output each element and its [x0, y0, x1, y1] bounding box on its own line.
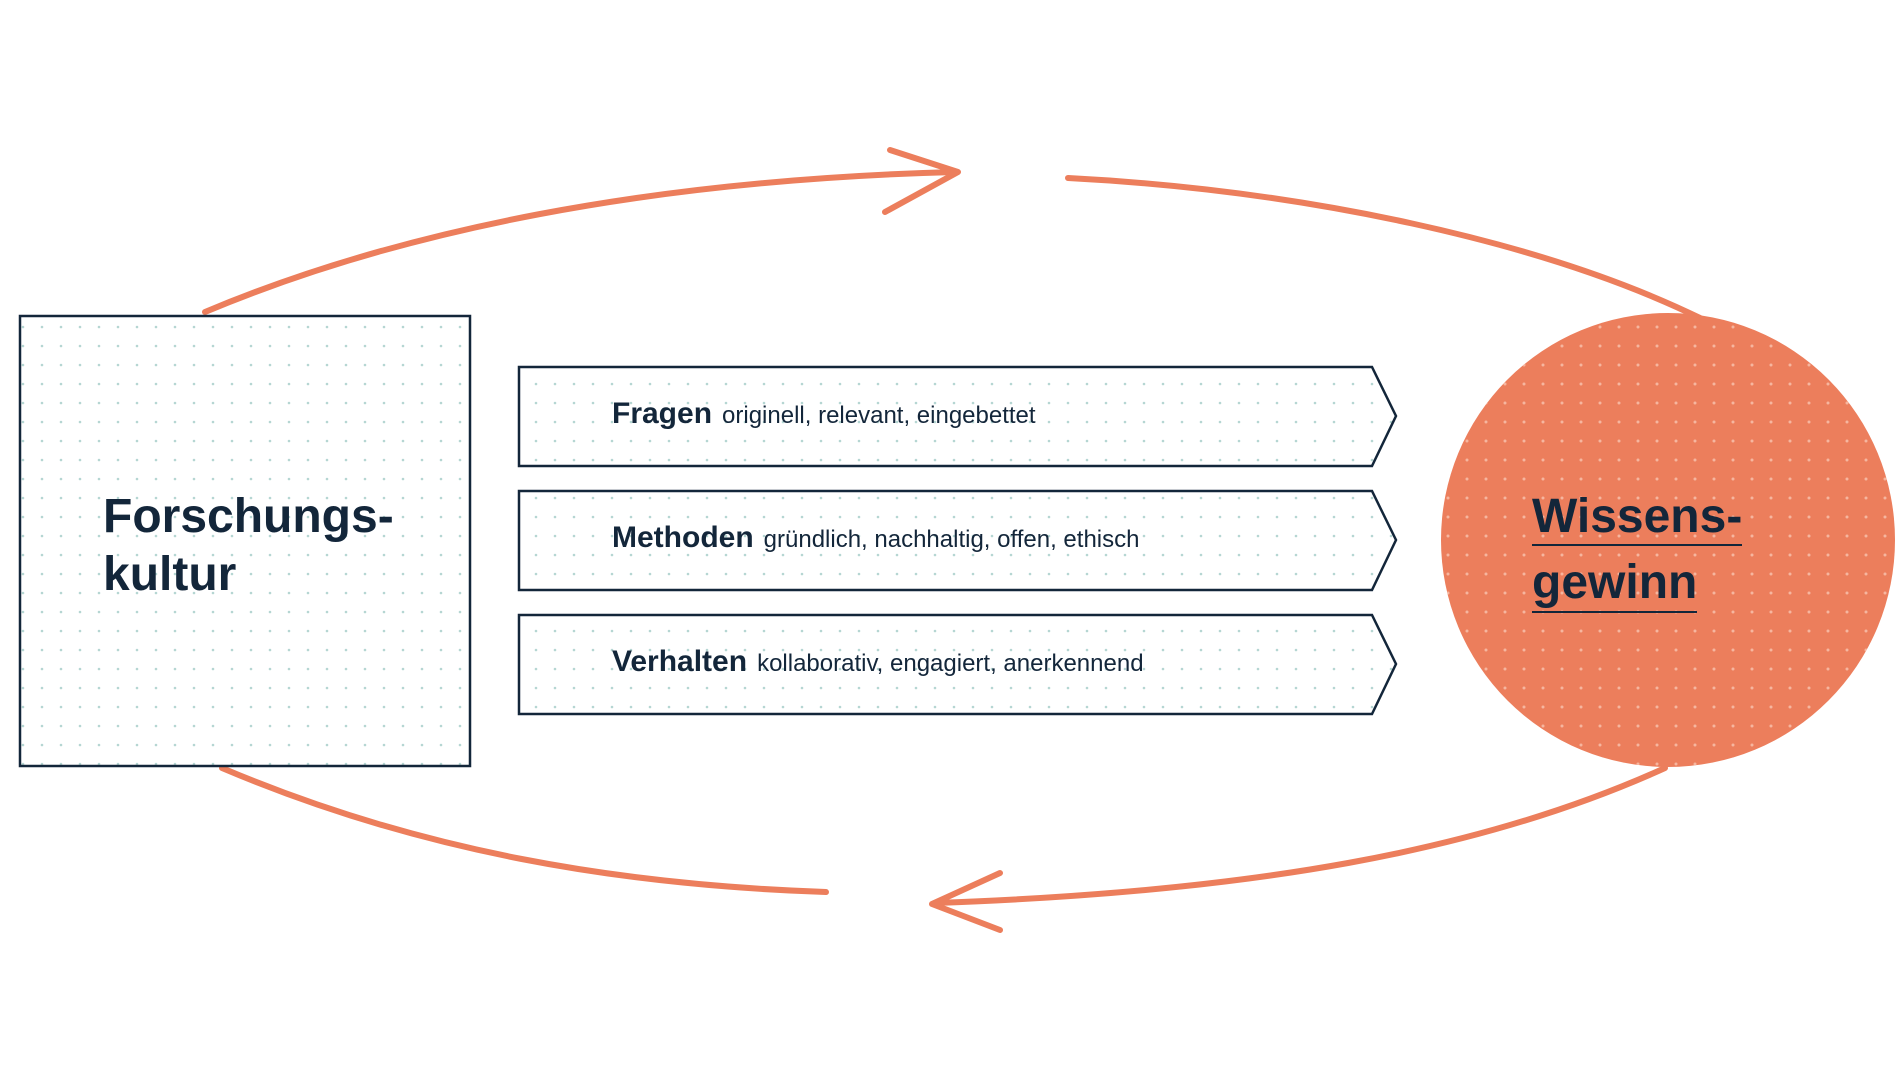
- chevron-fragen: [517, 365, 1398, 468]
- chevron-label-methoden: Methoden gründlich, nachhaltig, offen, e…: [612, 521, 1139, 561]
- chevron-term: Fragen: [612, 397, 713, 430]
- cycle-arrow-top-left: [202, 169, 958, 315]
- chevron-description: originell, relevant, eingebettet: [722, 402, 1036, 429]
- source-label-line2: kultur: [103, 547, 237, 601]
- cycle-arrowhead-top: [882, 147, 961, 215]
- source-box-dots: [20, 316, 470, 766]
- chevron-methoden: [517, 489, 1398, 592]
- chevron-label-fragen: Fragen originell, relevant, eingebettet: [612, 397, 1036, 437]
- source-label-line1: Forschungs-: [103, 490, 394, 543]
- target-label: Wissens- gewinn: [1532, 488, 1792, 621]
- target-circle-dots: [1441, 313, 1895, 767]
- cycle-arrow-top-right: [1065, 175, 1703, 321]
- source-box-border: [18, 314, 472, 768]
- target-label-line1: Wissens-: [1532, 491, 1743, 547]
- chevron-description: gründlich, nachhaltig, offen, ethisch: [763, 526, 1140, 553]
- chevron-term: Verhalten: [612, 645, 748, 678]
- chevron-term: Methoden: [612, 521, 754, 554]
- chevron-label-verhalten: Verhalten kollaborativ, engagiert, anerk…: [612, 645, 1144, 685]
- chevron-description: kollaborativ, engagiert, anerkennend: [757, 650, 1144, 677]
- target-label-line2: gewinn: [1532, 558, 1698, 613]
- cycle-arrowhead-bottom: [929, 870, 1003, 933]
- chevron-verhalten: [517, 613, 1398, 716]
- cycle-arrow-bottom-left: [219, 765, 829, 895]
- source-label: Forschungs- kultur: [103, 488, 463, 603]
- cycle-arrow-bottom-right: [932, 765, 1668, 906]
